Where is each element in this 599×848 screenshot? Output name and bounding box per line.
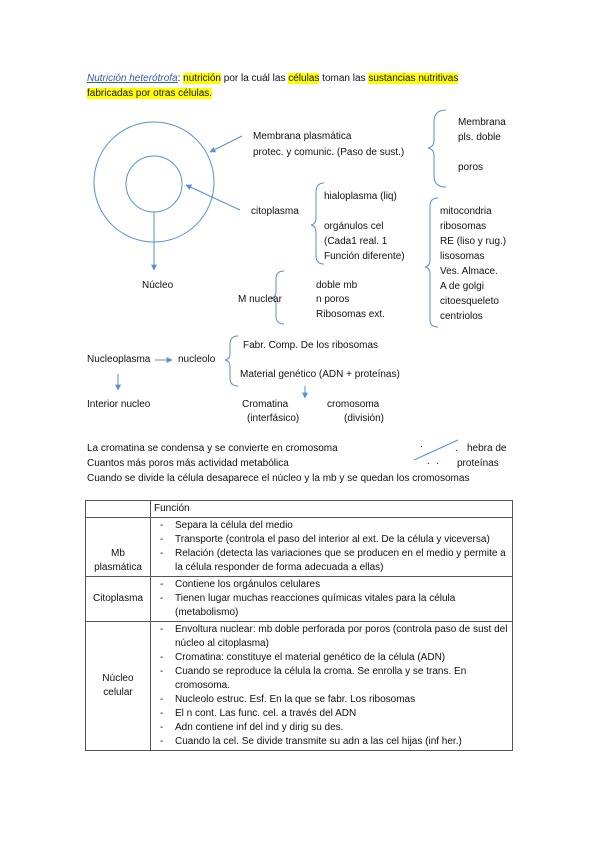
cito-item: hialoplasma (liq) — [324, 191, 397, 202]
organulo-item: A de golgi — [440, 281, 484, 292]
function-item: Nucleolo estruc. Esf. En la que se fabr.… — [154, 693, 509, 707]
function-item: Envoltura nuclear: mb doble perforada po… — [154, 623, 509, 651]
hl-sustancias: sustancias nutritivas — [368, 73, 459, 84]
nucleolo-item: Material genético (ADN + proteínas) — [240, 369, 400, 380]
row-label: Mb plasmática — [85, 517, 151, 577]
citoplasma-label: citoplasma — [251, 206, 299, 217]
cito-item: orgánulos cel — [324, 221, 384, 232]
function-item: Contiene los orgánulos celulares — [154, 578, 509, 592]
organulo-item: citoesqueleto — [440, 296, 499, 307]
intro-line-2: fabricadas por otras células. — [87, 88, 213, 99]
cromosoma-label: cromosoma — [327, 399, 380, 410]
organulo-item: mitocondria — [440, 206, 492, 217]
function-item: Transporte (controla el paso del interio… — [154, 533, 509, 547]
intro-line-1: Nutrición heterótrofa: nutrición por la … — [87, 73, 459, 84]
nucleoplasma-label: Nucleoplasma — [87, 354, 151, 365]
mnuclear-item: Ribosomas ext. — [316, 309, 385, 320]
table-corner — [85, 500, 151, 518]
row-functions: Envoltura nuclear: mb doble perforada po… — [150, 621, 513, 751]
cromosoma-sub: (división) — [344, 413, 385, 424]
membrana-right-3: poros — [458, 162, 484, 173]
dot-mark: . — [427, 456, 430, 467]
organulo-item: RE (liso y rug.) — [440, 236, 507, 247]
function-item: Tienen lugar muchas reacciones químicas … — [154, 592, 509, 620]
dot-mark: . — [436, 456, 439, 467]
note-line: La cromatina se condensa y se convierte … — [87, 443, 338, 454]
brace-citoplasma — [310, 182, 325, 265]
topic-title: Nutrición heterótrofa — [87, 73, 178, 84]
cromatina-label: Cromatina — [242, 399, 289, 410]
nucleus-circle — [125, 155, 183, 213]
table-header-row: Función — [85, 500, 513, 518]
function-table: Función Mb plasmática Separa la célula d… — [85, 500, 513, 751]
brace-organulos — [424, 197, 439, 328]
row-label: Núcleo celular — [85, 621, 151, 751]
membrana-right-2: pls. doble — [458, 132, 501, 143]
row-label: Citoplasma — [85, 576, 151, 622]
nucleolo-label: nucleolo — [178, 354, 216, 365]
table-row: Citoplasma Contiene los orgánulos celula… — [85, 576, 513, 622]
nucleo-label: Núcleo — [142, 280, 174, 291]
hl-celulas: células — [288, 73, 320, 84]
nucleolo-item: Fabr. Comp. De los ribosomas — [243, 340, 379, 351]
cito-item: Función diferente) — [324, 251, 405, 262]
organulo-item: lisosomas — [440, 251, 485, 262]
slash-mark — [413, 439, 459, 461]
note-line: Cuantos más poros más actividad metabóli… — [87, 458, 289, 469]
dot-mark: . — [455, 443, 458, 454]
organulo-item: Ves. Almace. — [440, 266, 498, 277]
note-line: Cuando se divide la célula desaparece el… — [87, 473, 470, 484]
row-functions: Contiene los orgánulos celulares Tienen … — [150, 576, 513, 622]
function-item: El n cont. Las func. cel. a través del A… — [154, 707, 509, 721]
table-row: Núcleo celular Envoltura nuclear: mb dob… — [85, 621, 513, 751]
dot-mark: . — [420, 439, 423, 450]
function-item: Cuando la cel. Se divide transmite su ad… — [154, 735, 509, 749]
mnuclear-label: M nuclear — [238, 294, 282, 305]
function-item: Separa la célula del medio — [154, 519, 509, 533]
arrow-citoplasma — [185, 184, 241, 211]
arrow-membrana — [209, 135, 243, 153]
hl-nutricion: nutrición — [183, 73, 221, 84]
function-item: Cromatina: constituye el material genéti… — [154, 651, 509, 665]
table-header: Función — [150, 500, 513, 518]
function-item: Cuando se reproduce la célula la croma. … — [154, 665, 509, 693]
brace-membrana — [427, 109, 447, 188]
mnuclear-item: n poros — [316, 294, 350, 305]
interior-label: Interior nucleo — [87, 399, 151, 410]
membrana-label: Membrana plasmática — [253, 131, 352, 142]
cromatina-sub: (interfásico) — [247, 413, 300, 424]
membrana-desc: protec. y comunic. (Paso de sust.) — [253, 147, 405, 158]
function-item: Adn contiene inf del ind y dirig su des. — [154, 721, 509, 735]
function-item: Relación (detecta las variaciones que se… — [154, 547, 509, 575]
organulo-item: ribosomas — [440, 221, 487, 232]
brace-mnuclear — [270, 270, 285, 325]
cito-item: (Cada1 real. 1 — [324, 236, 388, 247]
organulo-item: centriolos — [440, 311, 483, 322]
membrana-right-1: Membrana — [458, 117, 506, 128]
side-note: hebra de — [467, 443, 507, 454]
brace-nucleolo — [224, 335, 239, 387]
mnuclear-item: doble mb — [316, 280, 358, 291]
table-row: Mb plasmática Separa la célula del medio… — [85, 517, 513, 577]
row-functions: Separa la célula del medio Transporte (c… — [150, 517, 513, 577]
side-note: proteínas — [457, 458, 499, 469]
